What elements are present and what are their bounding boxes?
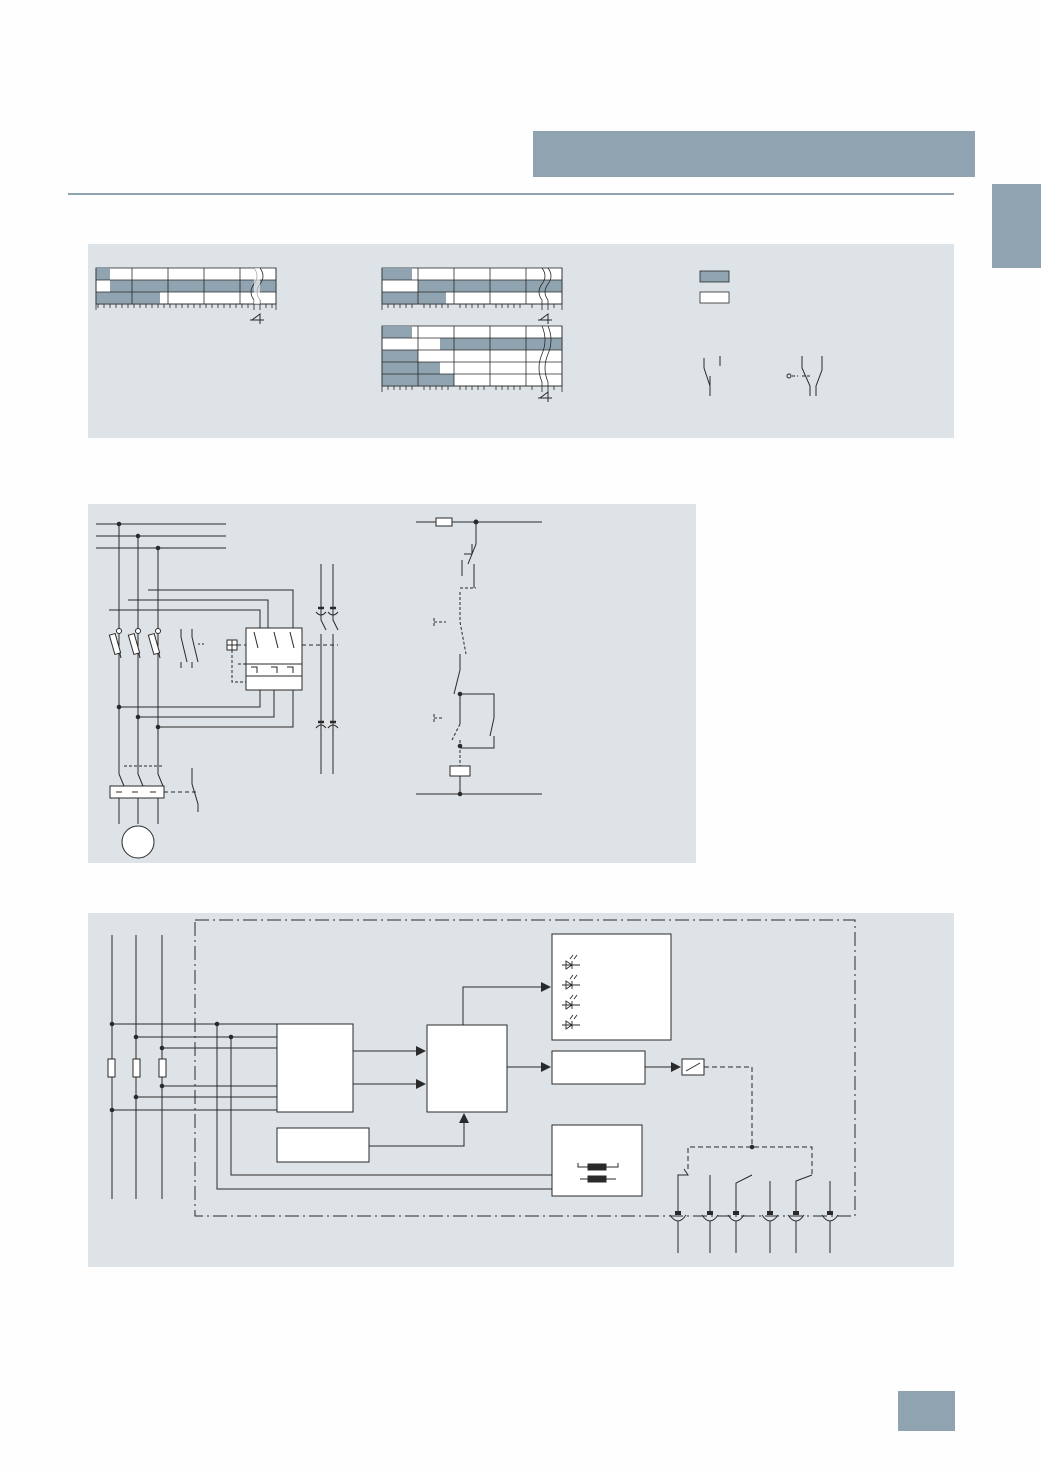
timing-chart-a <box>95 267 277 324</box>
timing-diagram-panel <box>88 244 954 438</box>
legend-swatch-blank <box>699 291 730 304</box>
contact-symbol-no <box>703 356 721 396</box>
timing-chart-b <box>381 267 563 324</box>
side-tab <box>992 184 1041 268</box>
relay-driver-block <box>551 1050 646 1085</box>
led-icon <box>562 954 580 1030</box>
block-diagram <box>107 919 856 1253</box>
header-rule <box>68 193 954 195</box>
test-block <box>551 1124 643 1197</box>
block-diagram-panel <box>88 913 954 1267</box>
processor-block <box>426 1024 508 1113</box>
main-circuit <box>96 521 339 859</box>
terminals <box>669 1211 839 1253</box>
resistor-icon <box>577 1163 619 1183</box>
contact-symbol-nc <box>786 356 823 396</box>
timing-chart-c <box>381 325 563 402</box>
motor-icon <box>121 825 155 859</box>
device-frame <box>194 919 856 1217</box>
input-block <box>276 1023 354 1113</box>
control-circuit <box>416 517 542 797</box>
legend-swatch-shaded <box>699 270 730 283</box>
circuit-diagram-panel <box>88 504 696 863</box>
page-number-tab <box>898 1391 955 1431</box>
setting-block <box>276 1127 370 1163</box>
circuit-diagram <box>96 517 542 859</box>
timing-diagram <box>95 267 823 402</box>
header-band <box>533 131 975 177</box>
